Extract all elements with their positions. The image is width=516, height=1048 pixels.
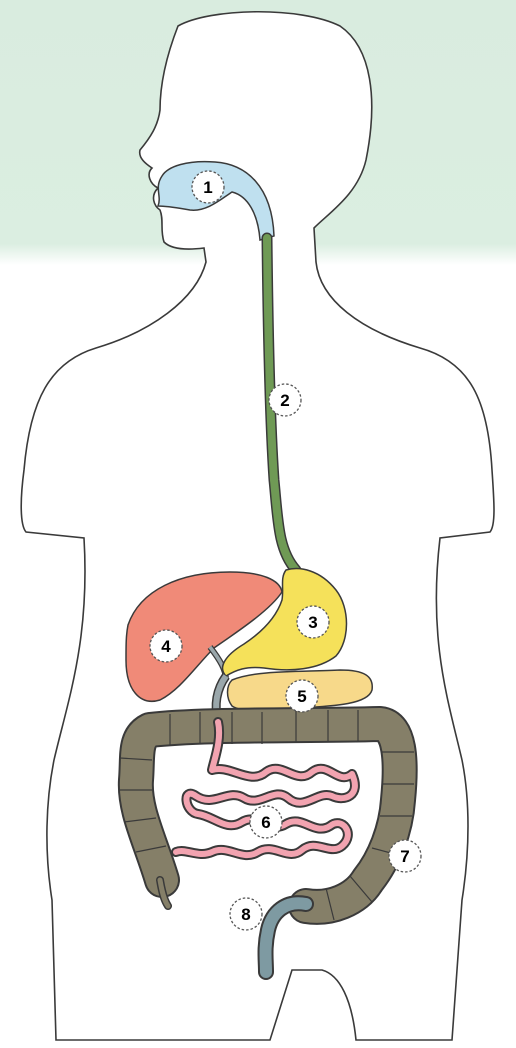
label-number-6: 6 (261, 813, 270, 832)
label-number-1: 1 (203, 178, 212, 197)
label-marker-esophagus: 2 (269, 384, 301, 416)
label-marker-mouth: 1 (192, 171, 224, 203)
label-marker-small-intestine: 6 (250, 806, 282, 838)
label-number-8: 8 (241, 905, 250, 924)
label-marker-large-intestine: 7 (389, 840, 421, 872)
label-number-2: 2 (280, 391, 289, 410)
label-number-4: 4 (161, 637, 171, 656)
label-marker-stomach: 3 (297, 606, 329, 638)
label-marker-rectum: 8 (230, 898, 262, 930)
label-number-5: 5 (297, 687, 306, 706)
label-number-7: 7 (400, 847, 409, 866)
label-number-3: 3 (308, 613, 317, 632)
label-marker-pancreas: 5 (286, 680, 318, 712)
label-marker-liver: 4 (150, 630, 182, 662)
